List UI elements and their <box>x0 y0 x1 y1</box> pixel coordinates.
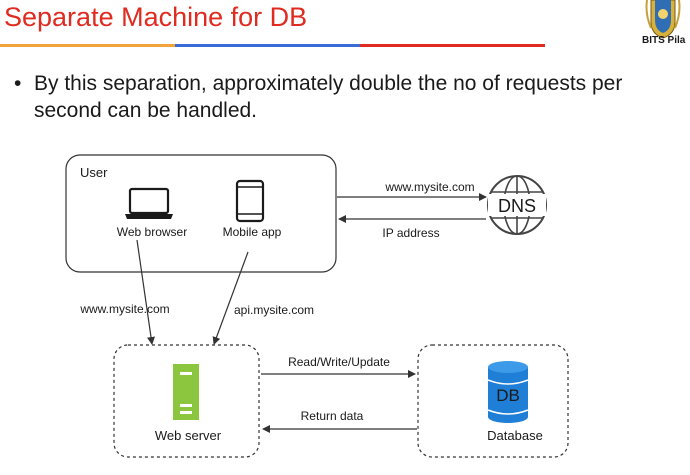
mobile-app-label: Mobile app <box>223 225 282 239</box>
db-icon-label: DB <box>496 386 520 405</box>
db-response-label: Return data <box>301 409 364 423</box>
bullet-dot: • <box>14 72 22 95</box>
browser-request-label: www.mysite.com <box>79 302 169 316</box>
mobile-request-label: api.mysite.com <box>234 303 314 317</box>
dns-label: DNS <box>498 196 536 216</box>
mobile-phone-icon <box>235 179 265 223</box>
dns-globe-icon <box>487 175 547 235</box>
dns-request-label: www.mysite.com <box>384 180 474 194</box>
bits-logo-icon <box>645 0 681 39</box>
dns-response-label: IP address <box>382 226 439 240</box>
user-box <box>65 154 337 273</box>
web-server-label: Web server <box>155 428 222 443</box>
logo-text: BITS Pila <box>642 35 686 46</box>
title-underline-orange <box>0 44 175 47</box>
server-icon <box>173 364 199 420</box>
database-label: Database <box>487 428 543 443</box>
browser-request-arrow <box>136 239 155 345</box>
database-cylinder-icon <box>487 361 529 423</box>
db-request-label: Read/Write/Update <box>288 355 390 369</box>
laptop-icon <box>125 187 173 219</box>
web-browser-label: Web browser <box>117 225 187 239</box>
bullet-text: By this separation, approximately double… <box>34 72 623 122</box>
title-underline-red <box>360 44 545 47</box>
title-underline-blue <box>175 44 360 47</box>
mobile-request-arrow <box>212 251 249 345</box>
slide-title: Separate Machine for DB <box>4 2 308 32</box>
user-box-label: User <box>80 165 108 180</box>
